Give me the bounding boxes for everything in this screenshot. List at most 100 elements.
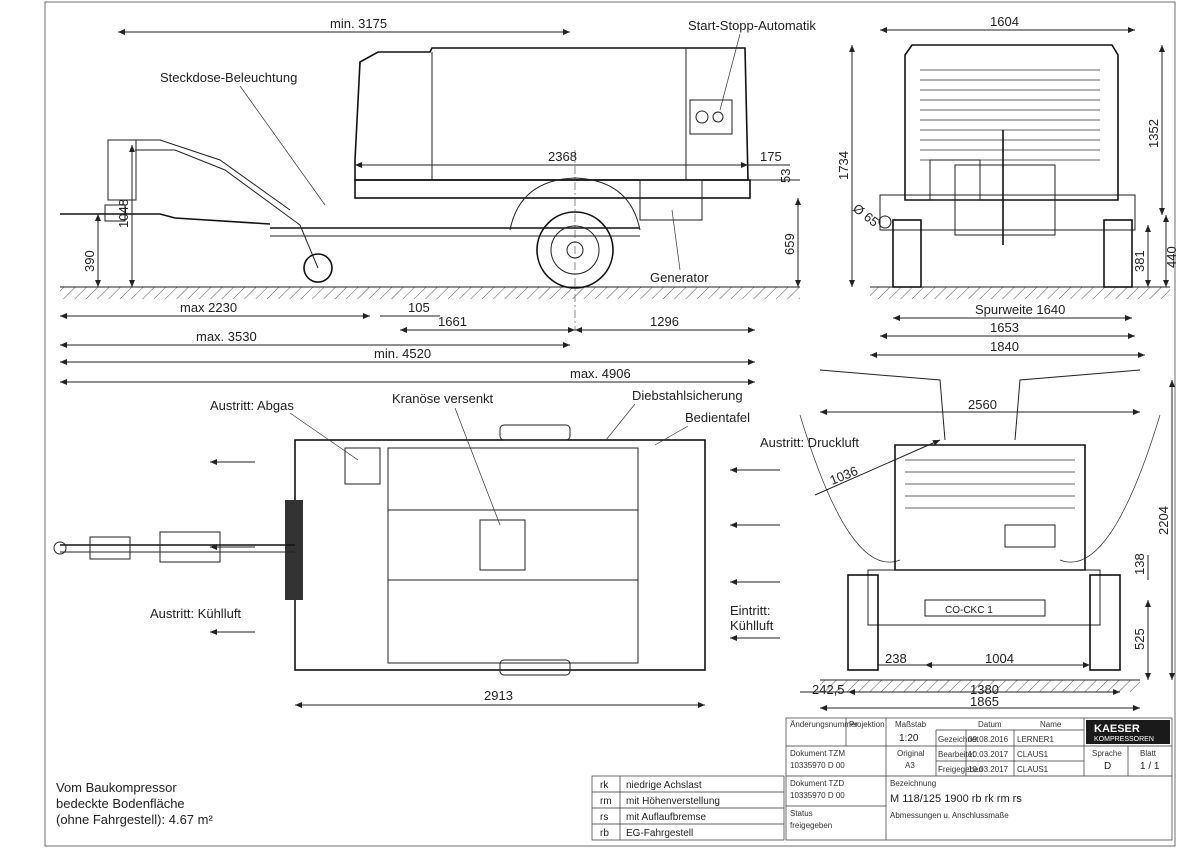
kaeser-logo [1086,720,1170,744]
dim-max-2230: max 2230 [180,300,237,315]
floor-note-line-2: bedeckte Bodenfläche [56,796,185,811]
jockey-wheel [303,253,333,283]
label-austritt-abgas: Austritt: Abgas [210,398,294,413]
dim-1036: 1036 [828,463,860,488]
dim-1661: 1661 [438,314,467,329]
tb-bezeichnung-label: Bezeichnung [890,779,936,788]
dim-2368: 2368 [548,149,577,164]
tb-aenderungsnummer: Änderungsnummer [790,720,858,729]
label-bedientafel: Bedientafel [685,410,750,425]
dim-2560: 2560 [968,397,997,412]
tb-sprache-label: Sprache [1092,749,1122,758]
open-door-right [1014,369,1141,441]
tb-massstab-label: Maßstab [895,720,927,729]
dim-105: 105 [408,300,430,315]
main-wheel-side [536,211,614,289]
dim-1653: 1653 [990,320,1019,335]
side-view: min. 3175 2368 175 53 1048 390 659 max 2… [60,16,816,385]
label-kranoese: Kranöse versenkt [392,391,494,406]
rear-wheel-left [892,219,922,288]
tb-bezeichnung: M 118/125 1900 rb rk rm rs [890,793,1022,805]
dim-238: 238 [885,651,907,666]
ground-hatch-side [60,287,800,299]
tb-blatt-label: Blatt [1140,749,1157,758]
tb-status-label: Status [790,809,813,818]
tb-original: A3 [905,761,915,770]
tb-name-label: Name [1040,720,1062,729]
tb-brand-1: KAESER [1094,723,1140,735]
tb-dok-tzd: 10335970 D 00 [790,791,845,800]
sheet-border [44,1,1176,847]
open-canopy-view: CO-CKC 1 2560 1036 2204 138 525 238 1004… [799,369,1175,711]
dim-1865: 1865 [970,694,999,709]
legend-text-3: mit Auflaufbremse [626,812,706,823]
label-start-stopp: Start-Stopp-Automatik [688,18,816,33]
dim-440: 440 [1164,246,1179,268]
label-generator: Generator [650,270,709,285]
dim-1048: 1048 [116,199,131,228]
legend-text-1: niedrige Achslast [626,780,702,791]
tb-freigegeben-label: Freigegeben [938,765,983,774]
dim-max-3530: max. 3530 [196,329,257,344]
tb-gezeichnet-name: LERNER1 [1017,735,1054,744]
dim-1380: 1380 [970,682,999,697]
label-austritt-kuehlluft: Austritt: Kühlluft [150,606,241,621]
open-door-left [819,369,946,441]
ground-hatch-rear [870,287,1170,299]
dim-390: 390 [82,250,97,272]
floor-note-line-1: Vom Baukompressor [56,780,177,795]
license-plate [924,599,1046,617]
dim-175: 175 [760,149,782,164]
dim-1734: 1734 [836,151,851,180]
tb-sprache: D [1104,761,1111,772]
dim-1004: 1004 [985,651,1014,666]
floor-note-line-3: (ohne Fahrgestell): 4.67 m² [56,812,213,827]
tb-freigegeben-name: CLAUS1 [1017,765,1049,774]
dim-min-4520: min. 4520 [374,346,431,361]
tb-massstab: 1:20 [899,733,919,744]
legend-text-4: EG-Fahrgestell [626,828,693,839]
tb-bearbeitet-label: Bearbeitet [938,750,975,759]
dim-max-4906: max. 4906 [570,366,631,381]
top-view: 2913 Austritt: Abgas Kranöse versenkt Di… [53,388,859,708]
legend-code-4: rb [600,828,609,839]
rear-view: 1604 1734 1352 Ø 65 381 440 Spurweite 16… [836,14,1179,358]
exhaust-outlet [344,447,381,485]
dim-53: 53 [778,169,793,183]
dim-242-5: 242,5 [812,682,845,697]
tb-projektion: Projektion [849,720,885,729]
dim-381: 381 [1132,250,1147,272]
legend-text-2: mit Höhenverstellung [626,796,720,807]
dim-1296: 1296 [650,314,679,329]
dim-dia-65: Ø 65 [850,201,881,230]
dim-1352: 1352 [1146,119,1161,148]
tb-bearbeitet-name: CLAUS1 [1017,750,1049,759]
dim-138: 138 [1132,553,1147,575]
tb-bearbeitet-date: 10.03.2017 [968,750,1009,759]
rear-wheel-right [1103,219,1133,288]
label-eintritt-kuehlluft-2: Kühlluft [730,618,774,633]
tb-original-label: Original [897,749,925,758]
tb-dok-tzd-label: Dokument TZD [790,779,844,788]
tb-gezeichnet-date: 09.08.2016 [968,735,1009,744]
air-outlets [1004,524,1056,548]
dim-1840: 1840 [990,339,1019,354]
crane-eye [479,519,526,571]
tb-freigegeben-date: 10.03.2017 [968,765,1009,774]
control-panel-side [689,99,733,135]
label-eintritt-kuehlluft-1: Eintritt: [730,603,770,618]
floor-area-note: Vom Baukompressor bedeckte Bodenfläche (… [56,780,213,827]
legend-code-2: rm [600,796,612,807]
dim-525: 525 [1132,628,1147,650]
dim-min-3175: min. 3175 [330,16,387,31]
tb-dok-tzm-label: Dokument TZM [790,749,845,758]
dim-1604: 1604 [990,14,1019,29]
label-steckdose-beleuchtung: Steckdose-Beleuchtung [160,70,297,85]
legend-code-1: rk [600,780,609,791]
rear-canopy [904,44,1119,201]
tb-datum-label: Datum [978,720,1002,729]
dim-2204: 2204 [1156,506,1171,535]
top-outline [294,439,706,671]
tb-blatt: 1 / 1 [1140,761,1160,772]
legend-code-3: rs [600,812,608,823]
